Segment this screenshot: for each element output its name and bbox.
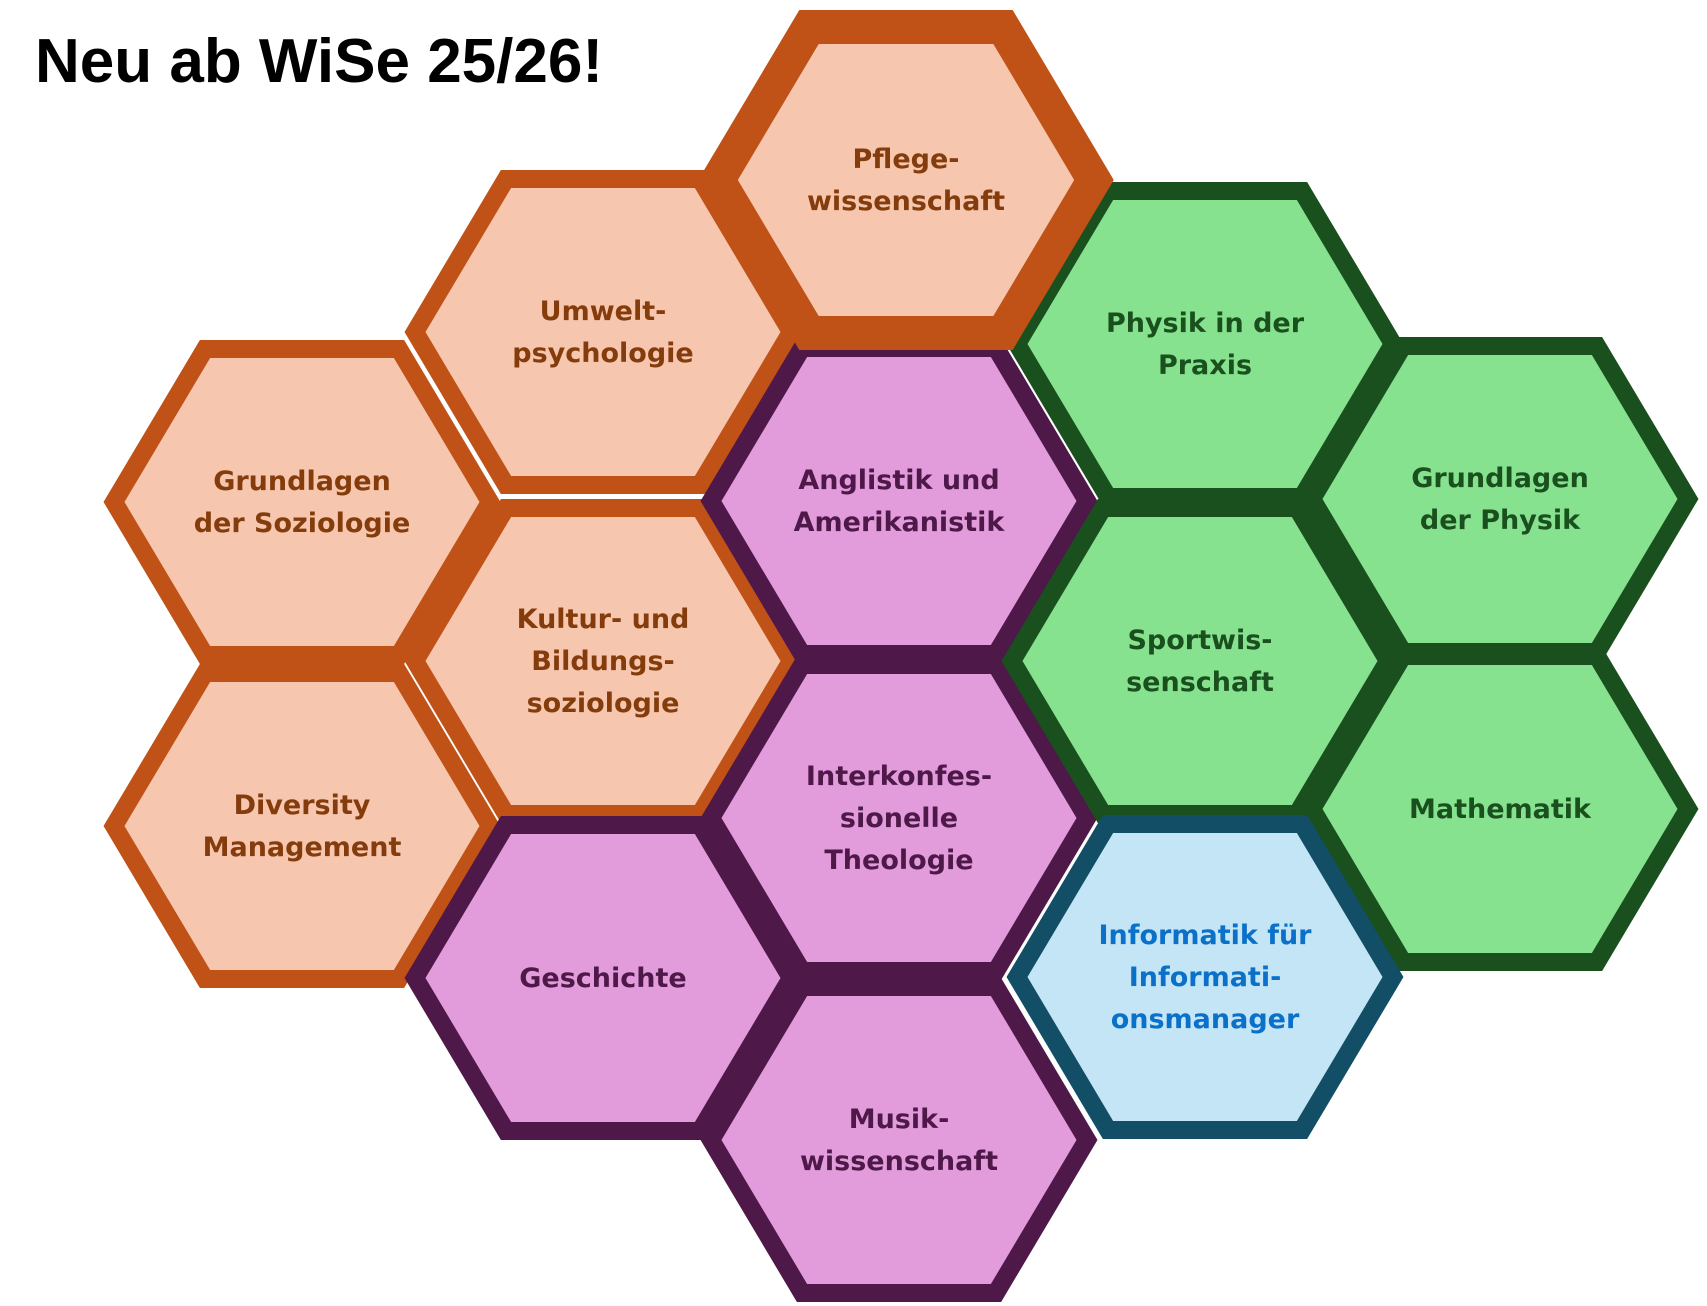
module-hex-geschichte: Geschichte xyxy=(404,816,802,1140)
module-label-line: der Physik xyxy=(1420,505,1581,536)
module-label-line: soziologie xyxy=(527,688,680,719)
hexagon-shape xyxy=(404,816,802,1140)
module-label-line: Sportwis- xyxy=(1127,625,1272,656)
hexagon-shape xyxy=(1006,182,1404,506)
hexagon-shape xyxy=(698,9,1114,350)
module-label-line: Physik in der xyxy=(1106,308,1305,339)
hexagon-shape xyxy=(103,340,501,664)
module-label-line: Bildungs- xyxy=(531,646,674,677)
module-label-line: Diversity xyxy=(234,790,371,821)
hexagon-shape xyxy=(700,339,1098,663)
module-label-line: wissenschaft xyxy=(807,186,1005,217)
module-label: Umwelt-psychologie xyxy=(512,296,693,369)
module-hex-grundlagen-physik: Grundlagen der Physik xyxy=(1301,337,1699,661)
module-label-line: Geschichte xyxy=(519,963,686,994)
module-hex-sportwissenschaft: Sportwis-senschaft xyxy=(1001,499,1399,823)
module-label: Grundlagen der Physik xyxy=(1411,463,1589,536)
module-label-line: Praxis xyxy=(1158,350,1252,381)
module-label-line: Mathematik xyxy=(1409,794,1592,825)
module-label-line: Informatik für xyxy=(1098,920,1312,951)
hexagon-shape xyxy=(404,499,802,823)
module-label-line: psychologie xyxy=(512,338,693,369)
module-label-line: Musik- xyxy=(849,1104,950,1135)
module-label: Musik-wissenschaft xyxy=(800,1104,998,1177)
module-label-line: Informati- xyxy=(1129,962,1282,993)
module-label-line: onsmanager xyxy=(1111,1004,1300,1035)
module-label: Sportwis-senschaft xyxy=(1126,625,1274,698)
module-hex-mathematik: Mathematik xyxy=(1301,647,1699,971)
headline: Neu ab WiSe 25/26! xyxy=(35,27,603,96)
hexagon-shape xyxy=(1301,647,1699,971)
module-label-line: Pflege- xyxy=(853,144,960,175)
module-label-line: Theologie xyxy=(824,845,973,876)
hexagon-shape xyxy=(103,664,501,988)
module-label-line: Umwelt- xyxy=(540,296,667,327)
module-label-line: Amerikanistik xyxy=(794,507,1006,538)
module-label-line: der Soziologie xyxy=(194,508,411,539)
module-label-line: Interkonfes- xyxy=(806,761,992,792)
module-hex-pflegewissenschaft: Pflege-wissenschaft xyxy=(698,9,1114,350)
module-label-line: sionelle xyxy=(840,803,958,834)
module-label: Geschichte xyxy=(519,963,686,994)
module-label-line: Grundlagen xyxy=(1411,463,1589,494)
module-label: Pflege-wissenschaft xyxy=(807,144,1005,217)
hexagon-shape xyxy=(1001,499,1399,823)
module-label-line: Kultur- und xyxy=(517,604,690,635)
hexagon-shape xyxy=(1006,815,1404,1139)
module-label: Mathematik xyxy=(1409,794,1592,825)
module-label: Grundlagen der Soziologie xyxy=(194,466,411,539)
module-label-line: Grundlagen xyxy=(213,466,391,497)
module-hex-grundlagen-soziologie: Grundlagen der Soziologie xyxy=(103,340,501,664)
module-label-line: Management xyxy=(203,832,402,863)
module-hex-musikwissenschaft: Musik-wissenschaft xyxy=(700,978,1098,1302)
module-label-line: senschaft xyxy=(1126,667,1274,698)
module-label-line: Anglistik und xyxy=(798,465,999,496)
hexagon-shape xyxy=(700,978,1098,1302)
hexagon-shape xyxy=(1301,337,1699,661)
hexagon-shape xyxy=(700,656,1098,980)
module-label-line: wissenschaft xyxy=(800,1146,998,1177)
